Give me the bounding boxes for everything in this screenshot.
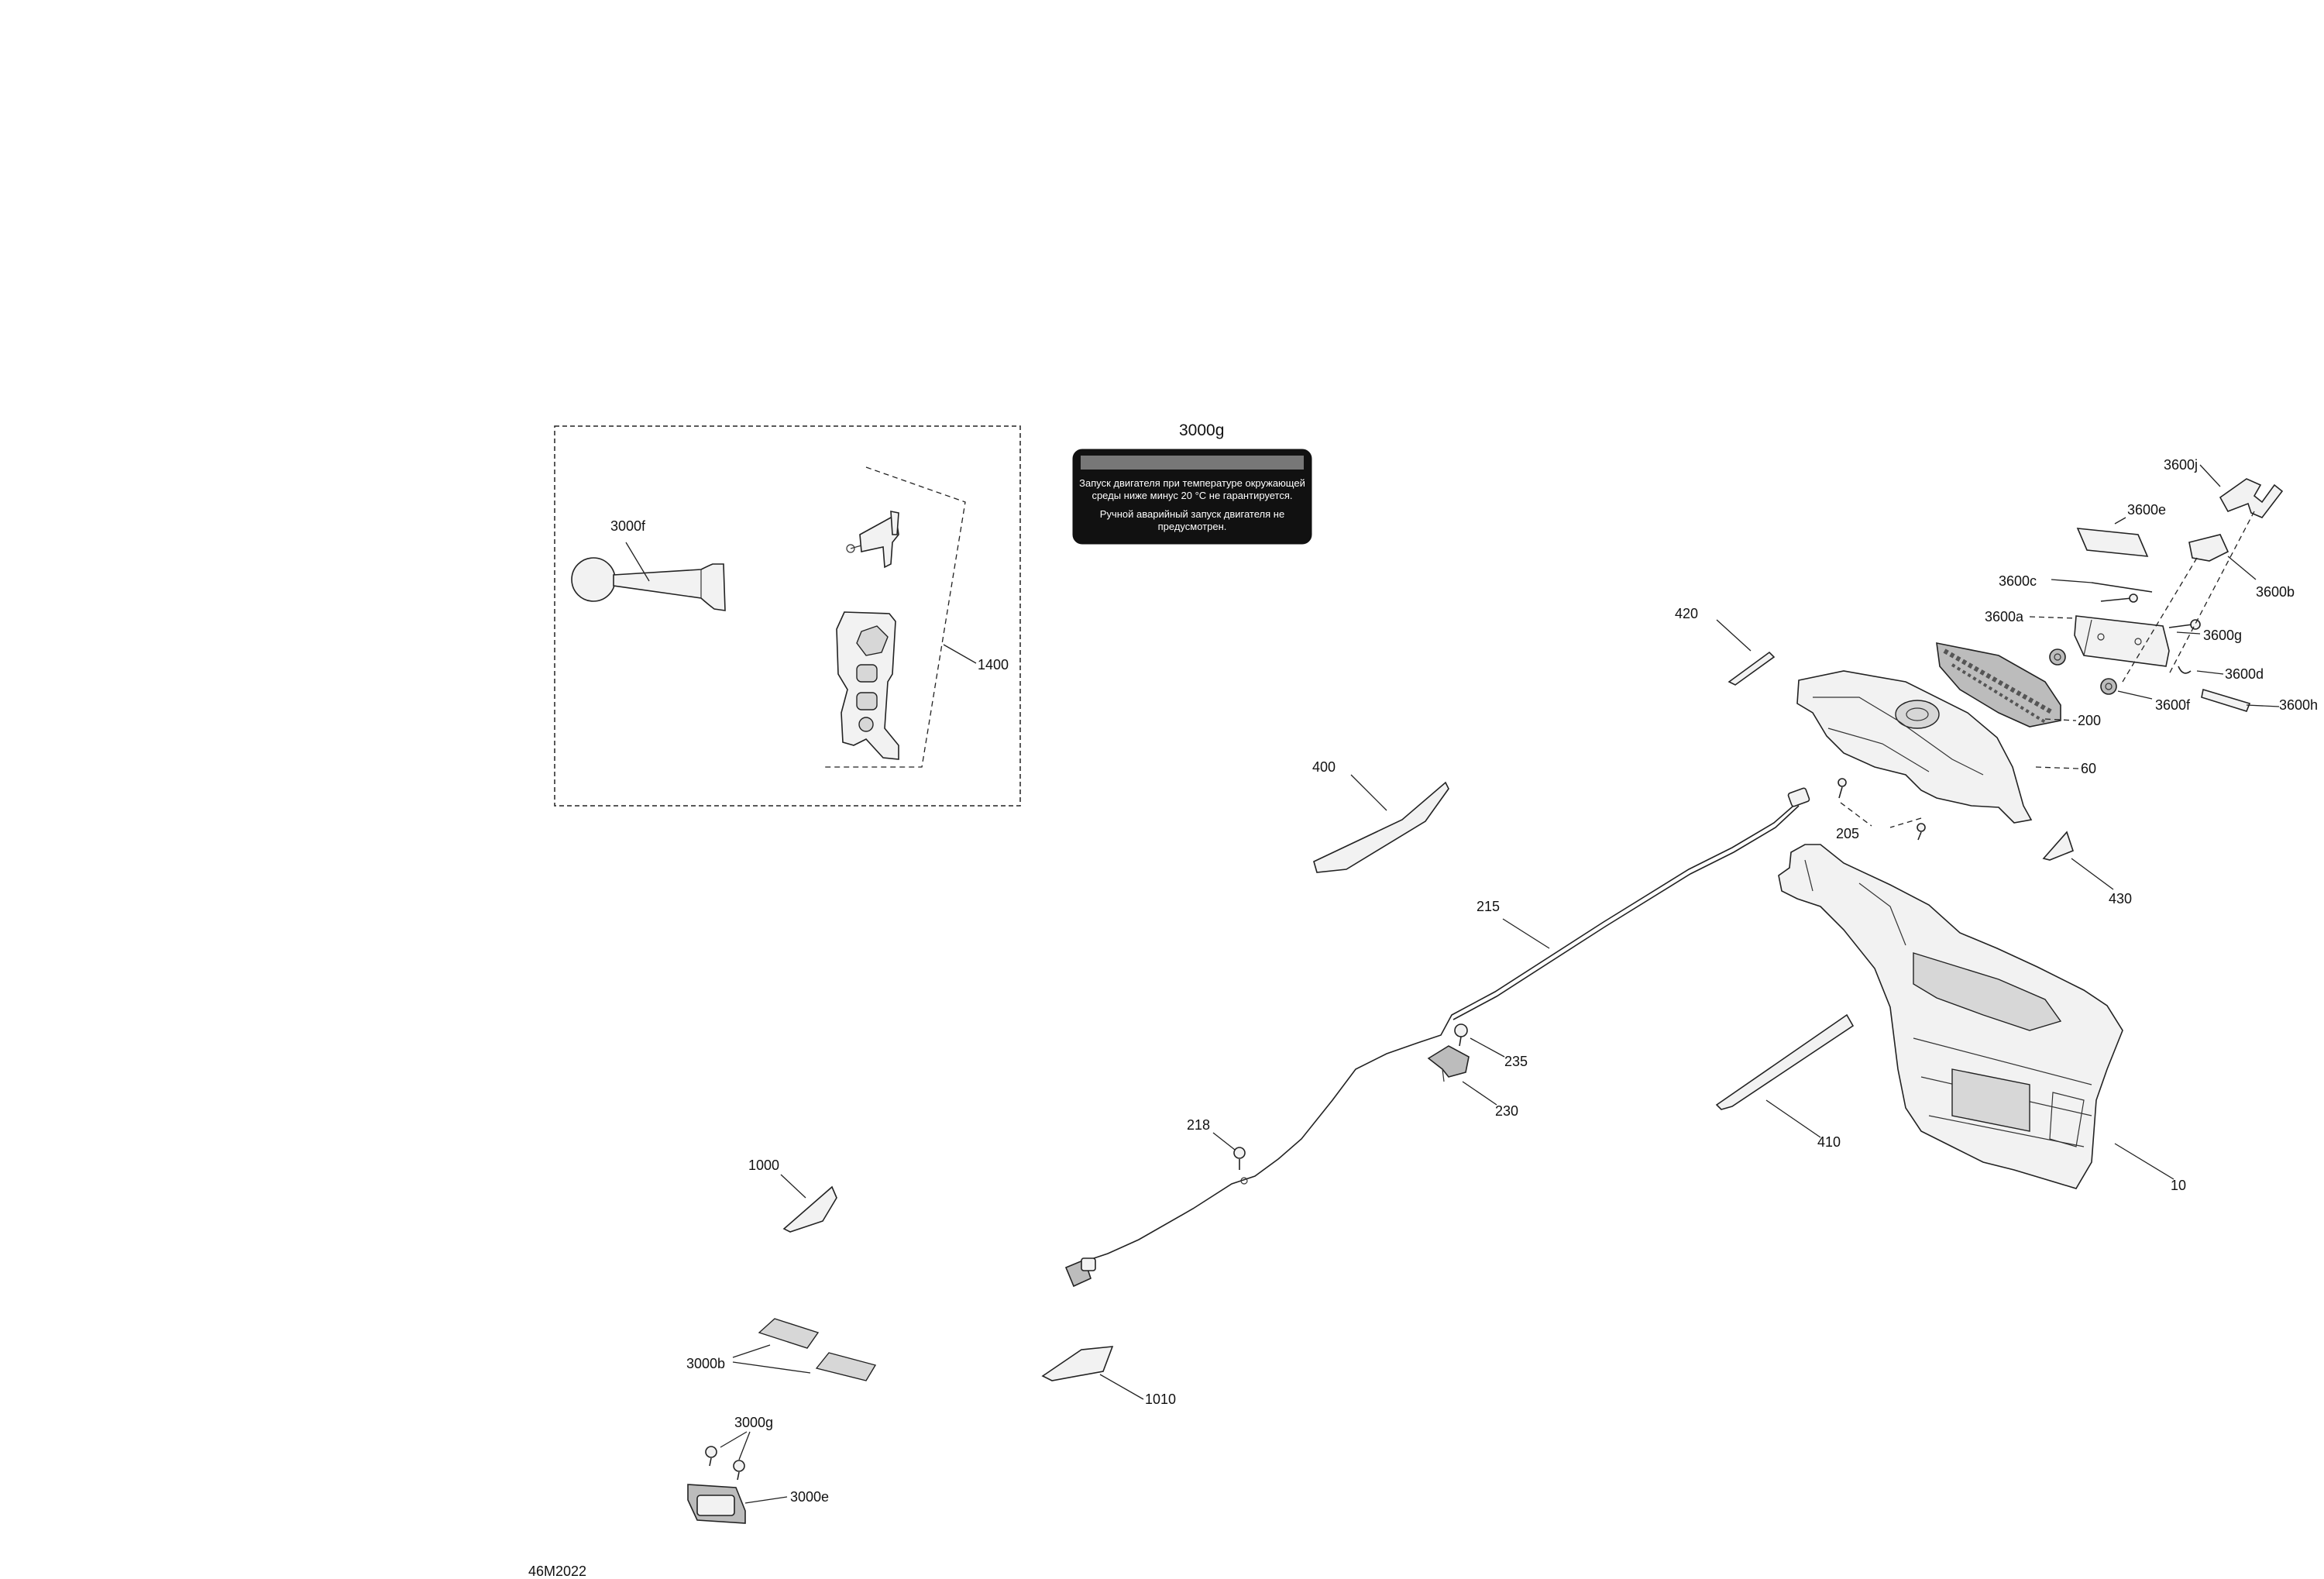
part-1400-tool-kit: 1400 bbox=[823, 466, 1009, 768]
callout-3600a: 3600a bbox=[1985, 609, 2024, 624]
callout-3600c: 3600c bbox=[1999, 573, 2037, 589]
callout-3600g: 3600g bbox=[2203, 628, 2242, 643]
callout-3000e: 3000e bbox=[790, 1489, 829, 1505]
part-3000b-pads: 3000b bbox=[686, 1318, 877, 1381]
callout-3600d: 3600d bbox=[2225, 666, 2264, 682]
part-218-fastener: 218 bbox=[1187, 1117, 1248, 1185]
part-1000-strip: 1000 bbox=[748, 1158, 837, 1233]
part-3600f-nut: 3600f bbox=[2100, 678, 2191, 713]
part-420-strip: 420 bbox=[1675, 606, 1776, 686]
callout-230: 230 bbox=[1495, 1103, 1518, 1119]
drawing-number: 46M2022 bbox=[528, 1564, 586, 1579]
callout-1010: 1010 bbox=[1145, 1392, 1176, 1407]
part-3600-small-pin bbox=[2100, 593, 2138, 603]
part-3600b-clip: 3600b bbox=[2188, 534, 2295, 600]
callout-10: 10 bbox=[2171, 1178, 2186, 1193]
decal-line-2: среды ниже минус 20 °C не гарантируется. bbox=[1092, 490, 1292, 501]
decal-line-1: Запуск двигателя при температуре окружаю… bbox=[1079, 477, 1305, 489]
callout-3600e: 3600e bbox=[2127, 502, 2166, 518]
callout-1000: 1000 bbox=[748, 1158, 779, 1173]
part-410-strip: 410 bbox=[1715, 1013, 1855, 1150]
callout-3000g-decal: 3000g bbox=[1179, 421, 1224, 439]
kit-box bbox=[554, 425, 1021, 807]
part-3600j-button: 3600j bbox=[2164, 457, 2284, 518]
callout-400: 400 bbox=[1312, 759, 1336, 775]
part-3000g-screws: 3000g bbox=[705, 1415, 773, 1481]
callout-1400: 1400 bbox=[978, 657, 1009, 673]
part-215-cable: 215 bbox=[1064, 787, 1810, 1288]
callout-3600j: 3600j bbox=[2164, 457, 2198, 473]
callout-200: 200 bbox=[2078, 713, 2101, 728]
part-400-strip: 400 bbox=[1312, 759, 1449, 873]
part-200-plate: 200 bbox=[1936, 642, 2101, 728]
decal-line-3: Ручной аварийный запуск двигателя не bbox=[1100, 508, 1284, 520]
part-3600-nut-left bbox=[2049, 648, 2066, 666]
part-205-screws: 205 bbox=[1836, 778, 1926, 841]
callout-430: 430 bbox=[2109, 891, 2132, 906]
callout-3600h: 3600h bbox=[2279, 697, 2318, 713]
part-3600g-screw: 3600g bbox=[2168, 619, 2242, 643]
callout-420: 420 bbox=[1675, 606, 1698, 621]
callout-3000f: 3000f bbox=[610, 518, 646, 534]
part-3600d-clip: 3600d bbox=[2178, 666, 2264, 682]
callout-205: 205 bbox=[1836, 826, 1859, 841]
part-10-front-panel: 10 bbox=[1778, 844, 2186, 1193]
part-1010-strip: 1010 bbox=[1041, 1346, 1176, 1407]
callout-3000b: 3000b bbox=[686, 1356, 725, 1371]
callout-235: 235 bbox=[1504, 1054, 1528, 1069]
part-430-strip: 430 bbox=[2042, 831, 2132, 906]
part-235-fastener: 235 bbox=[1454, 1023, 1528, 1069]
decal-3000g-warning-label: 3000g Запуск двигателя при температуре о… bbox=[1072, 421, 1312, 545]
part-3000e-housing: 3000e bbox=[687, 1484, 829, 1524]
part-60-console: 60 bbox=[1796, 670, 2096, 824]
callout-3600b: 3600b bbox=[2256, 584, 2295, 600]
assembly-guides-3600 bbox=[2122, 511, 2255, 683]
part-3600h-strip: 3600h bbox=[2201, 688, 2318, 713]
part-230-clip: 230 bbox=[1427, 1045, 1518, 1119]
callout-3600f: 3600f bbox=[2155, 697, 2191, 713]
part-3600e-pad: 3600e bbox=[2076, 502, 2166, 557]
part-3000f-tool: 3000f bbox=[571, 518, 726, 611]
part-3600c-pin: 3600c bbox=[1999, 573, 2153, 593]
callout-410: 410 bbox=[1817, 1134, 1841, 1150]
callout-215: 215 bbox=[1477, 899, 1500, 914]
callout-3000g-kit: 3000g bbox=[734, 1415, 773, 1430]
decal-line-4: предусмотрен. bbox=[1158, 521, 1227, 532]
part-3600a-bracket: 3600a bbox=[1985, 609, 2170, 667]
callout-60: 60 bbox=[2081, 761, 2096, 776]
callout-218: 218 bbox=[1187, 1117, 1210, 1133]
